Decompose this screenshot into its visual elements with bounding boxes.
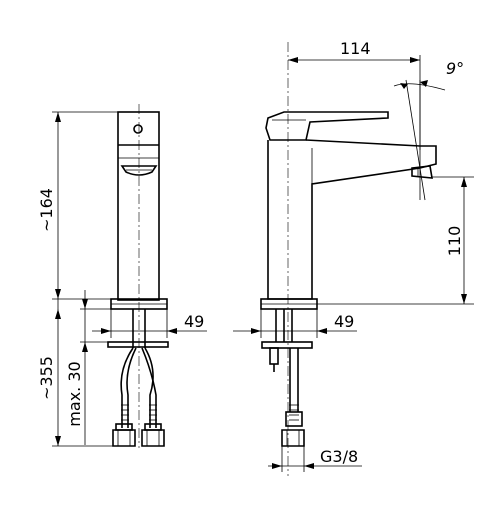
front-view: [52, 104, 207, 448]
side-view: [233, 42, 474, 476]
label-max-thickness: max. 30: [65, 361, 84, 426]
label-height-total: ~164: [37, 188, 56, 232]
side-aerator: [411, 165, 433, 179]
front-aerator: [120, 165, 158, 176]
front-hose-right: [144, 347, 154, 428]
front-nut-right: [141, 429, 165, 447]
label-lever-angle: 9°: [446, 59, 464, 78]
front-nut-left: [112, 429, 136, 447]
label-width-front: 49: [184, 312, 204, 331]
label-width-side: 49: [334, 312, 354, 331]
label-spout-reach: 114: [340, 39, 371, 58]
label-spout-height: 110: [445, 226, 464, 257]
front-mount-nut: [107, 341, 169, 348]
front-hose-left: [120, 347, 134, 428]
side-body: [267, 139, 437, 300]
side-lever: [265, 111, 389, 141]
front-lever-pin: [133, 124, 143, 134]
label-height-below: ~355: [37, 356, 56, 400]
angle-tilted-line: [405, 79, 426, 201]
front-body: [117, 111, 160, 301]
label-thread: G3/8: [320, 447, 358, 466]
side-mount-nut: [261, 341, 313, 349]
side-nut: [281, 429, 305, 447]
